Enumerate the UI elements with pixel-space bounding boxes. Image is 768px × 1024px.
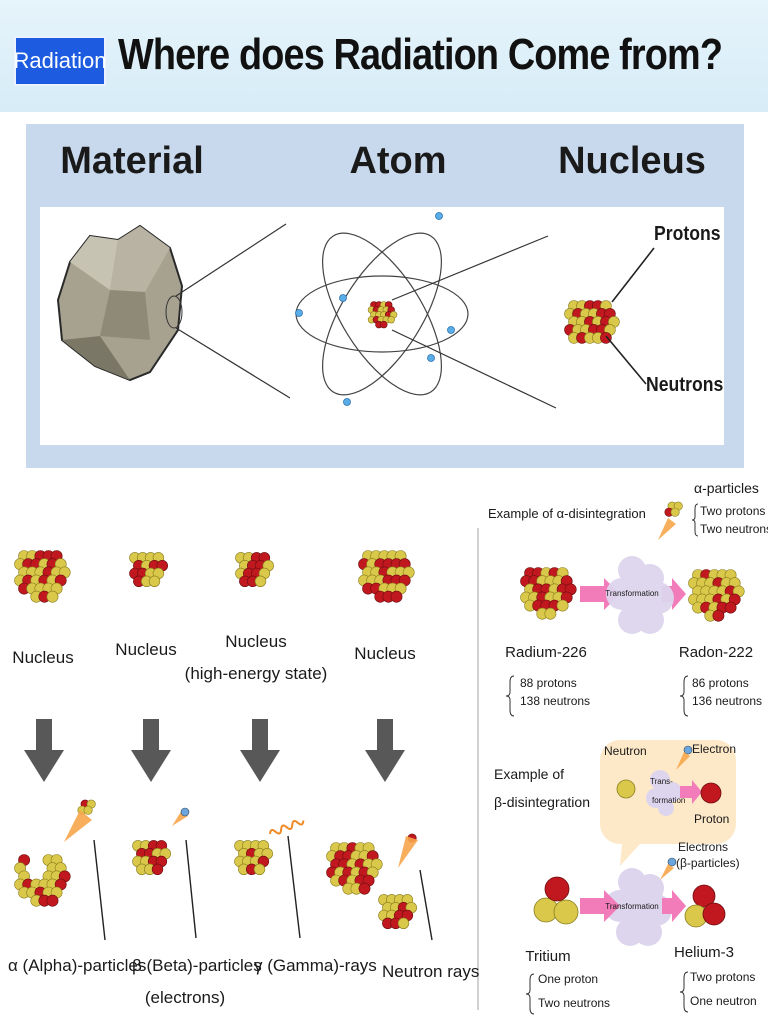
- beta-neutron-label: Neutron: [604, 744, 647, 758]
- beta-transformation-label: Transformation: [605, 902, 659, 911]
- electron-icon: [683, 745, 693, 755]
- beta-electrons-label: (electrons): [144, 988, 226, 1007]
- down-arrow-icon: [24, 719, 64, 782]
- radium-protons: 88 protons: [520, 676, 577, 690]
- neutron-trail-icon: [398, 836, 418, 868]
- beta-proton-label: Proton: [694, 812, 730, 826]
- transform-arrow-icon: [680, 780, 702, 804]
- transform-arrow-icon: [662, 890, 686, 922]
- neutron-icon: [616, 779, 636, 799]
- beta-electron-label: Electron: [692, 742, 737, 756]
- radium-label: Radium-226: [505, 644, 587, 661]
- alpha-example-label: Example of α-disintegration: [488, 506, 646, 521]
- beta-example-label-2: β-disintegration: [494, 794, 590, 810]
- material-heading: Material: [60, 140, 204, 182]
- nucleus-icon: [564, 300, 620, 344]
- down-arrow-icon: [365, 719, 405, 782]
- transform-arrow-icon: [580, 890, 620, 922]
- nucleus-label-gamma: Nucleus: [225, 632, 287, 651]
- radon-neutrons: 136 neutrons: [692, 694, 763, 708]
- tritium-protons: One proton: [538, 972, 599, 986]
- tritium-icon: [533, 876, 579, 925]
- down-arrow-icon: [131, 719, 171, 782]
- nucleus-label-beta: Nucleus: [115, 640, 177, 659]
- electron-icon: [667, 857, 677, 867]
- nucleus-label-alpha: Nucleus: [12, 648, 74, 667]
- neutrons-label: Neutrons: [646, 374, 724, 396]
- nucleus-small-icon: [378, 894, 417, 929]
- alpha-transformation-label: Transformation: [605, 589, 659, 598]
- helium-label: Helium-3: [673, 944, 735, 961]
- alpha-particles-label: α (Alpha)-particles: [8, 956, 147, 975]
- alpha-two-protons: Two protons: [700, 504, 766, 518]
- helium-neutrons: One neutron: [690, 994, 757, 1008]
- tritium-neutrons: Two neutrons: [538, 996, 611, 1010]
- beta-trans-label-2: formation: [652, 796, 686, 805]
- nucleus-icon: [358, 550, 415, 603]
- nucleus-label-neutron: Nucleus: [354, 644, 416, 663]
- nucleus-icon: [14, 550, 71, 603]
- atom-icon: [295, 212, 557, 409]
- radium-neutrons: 138 neutrons: [520, 694, 591, 708]
- beta-trans-label-1: Trans-: [650, 777, 673, 786]
- nucleus-after-neutron-icon: [326, 842, 383, 895]
- beta-example-label-1: Example of: [494, 766, 565, 782]
- radon-nucleus-icon: [688, 569, 745, 622]
- transformation-cloud-icon: [646, 770, 682, 816]
- nucleus-after-beta-icon: [132, 840, 172, 875]
- beta-particles-label: β (Beta)-particles: [132, 956, 262, 975]
- nucleus-after-alpha-icon: [14, 854, 71, 907]
- beta-electrons-label-1: Electrons: [678, 840, 729, 854]
- nucleus-icon: [235, 552, 274, 587]
- transformation-cloud-icon: [606, 556, 674, 634]
- alpha-particle-icon: [77, 799, 96, 815]
- gamma-wave-icon: [269, 820, 305, 835]
- tritium-label: Tritium: [525, 948, 571, 965]
- nucleus-after-gamma-icon: [234, 840, 273, 875]
- alpha-particles-title: α-particles: [694, 480, 759, 496]
- proton-icon: [700, 782, 722, 804]
- rock-icon: [56, 223, 291, 399]
- atom-heading: Atom: [349, 140, 447, 182]
- radium-nucleus-icon: [520, 567, 577, 620]
- helium-protons: Two protons: [690, 970, 756, 984]
- down-arrow-icon: [240, 719, 280, 782]
- transformation-cloud-icon: [604, 868, 672, 946]
- radon-label: Radon-222: [678, 644, 754, 661]
- beta-electrons-label-2: (β-particles): [676, 856, 740, 870]
- alpha-two-neutrons: Two neutrons: [700, 522, 768, 536]
- header-bar: [0, 0, 768, 112]
- radiation-badge: Radiation: [14, 36, 106, 86]
- neutron-rays-label: Neutron rays: [382, 962, 480, 981]
- radon-protons: 86 protons: [692, 676, 749, 690]
- page-title: Where does Radiation Come from?: [118, 30, 723, 79]
- electron-icon: [180, 807, 190, 817]
- helium3-icon: [684, 884, 726, 928]
- alpha-trail-icon: [658, 518, 676, 540]
- nucleus-label-gamma-state: (high-energy state): [184, 664, 328, 683]
- gamma-rays-label: γ (Gamma)-rays: [254, 956, 377, 975]
- nucleus-heading: Nucleus: [558, 140, 706, 182]
- alpha-particle-icon: [664, 501, 683, 517]
- alpha-trail-icon: [64, 810, 92, 842]
- protons-label: Protons: [654, 223, 721, 245]
- atom-nucleus-icon: [367, 301, 398, 329]
- nucleus-icon: [129, 552, 169, 587]
